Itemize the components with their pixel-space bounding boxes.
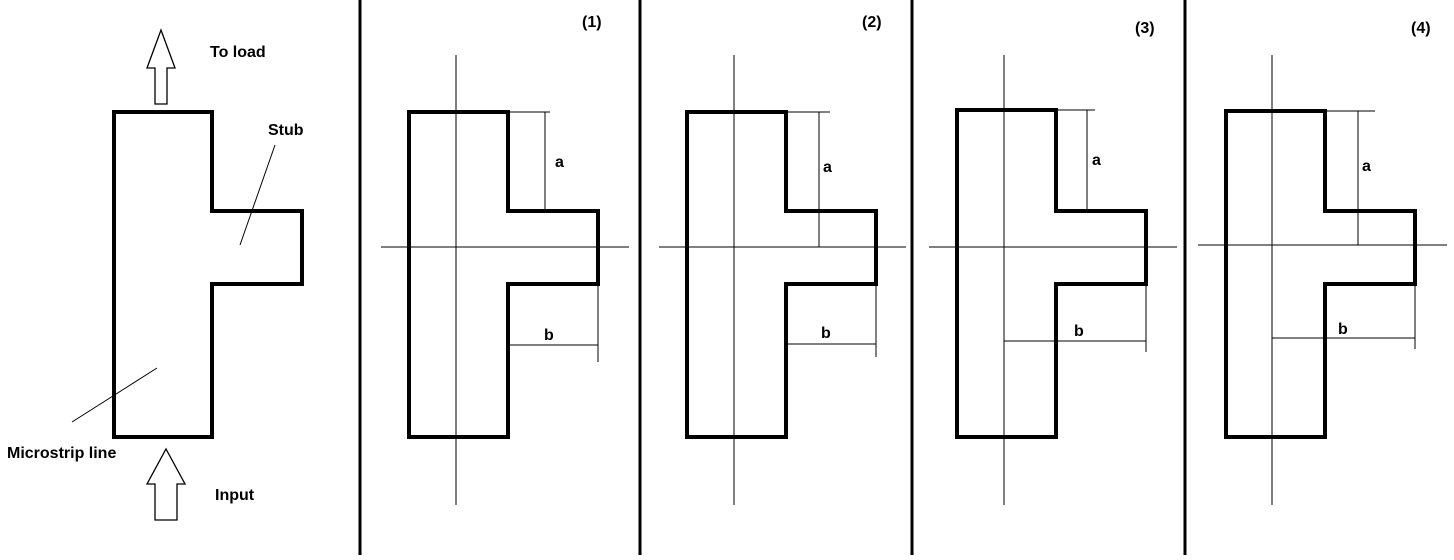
- stub-label: Stub: [268, 122, 304, 139]
- dimension-a-label: a: [823, 159, 832, 176]
- panel-2: (2) a b: [659, 14, 906, 505]
- dimension-b-label: b: [1338, 321, 1348, 338]
- panel-1: (1) a b: [381, 14, 629, 505]
- panel-3: (3) a b: [929, 20, 1177, 505]
- microstrip-shape: [112, 110, 304, 439]
- panel-number: (1): [582, 14, 602, 31]
- stub-leader-line: [239, 144, 276, 246]
- microstrip-line-label: Microstrip line: [7, 445, 116, 462]
- to-load-label: To load: [210, 44, 266, 61]
- microstrip-leader-line: [71, 367, 158, 423]
- dimension-a-label: a: [1362, 158, 1371, 175]
- to-load-arrow: [146, 28, 176, 105]
- dimension-b-label: b: [544, 327, 554, 344]
- t-junction-shape: [1224, 109, 1417, 439]
- dimension-b-label: b: [1074, 323, 1084, 340]
- panel-4: (4) a b: [1198, 20, 1447, 505]
- input-arrow: [145, 447, 187, 521]
- panel-number: (3): [1135, 20, 1155, 37]
- dimension-a-label: a: [1092, 152, 1101, 169]
- panel-number: (4): [1411, 20, 1431, 37]
- panel-number: (2): [862, 14, 882, 31]
- t-junction-shape: [955, 108, 1148, 439]
- t-junction-shape: [407, 110, 600, 439]
- dimension-b-label: b: [821, 325, 831, 342]
- t-junction-shape: [685, 110, 878, 439]
- input-label: Input: [215, 487, 255, 504]
- dimension-a-label: a: [555, 154, 564, 171]
- overview-panel: To load Stub Microstrip line Input: [7, 28, 304, 521]
